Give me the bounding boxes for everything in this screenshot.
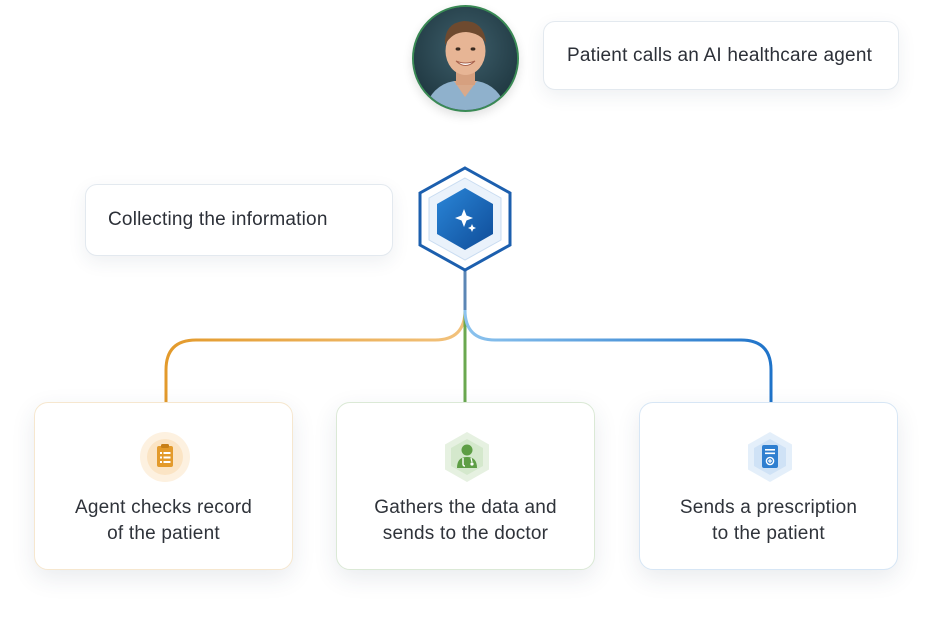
sparkle-icon	[455, 209, 476, 232]
avatar	[412, 5, 519, 112]
card-send-prescription-line2: to the patient	[712, 523, 825, 544]
card-check-record: Agent checks record of the patient	[34, 402, 293, 570]
card-send-prescription-text: Sends a prescription to the patient	[640, 495, 897, 547]
callout-patient-calls-text: Patient calls an AI healthcare agent	[567, 44, 873, 66]
card-gather-data: Gathers the data and sends to the doctor	[336, 402, 595, 570]
callout-patient-calls: Patient calls an AI healthcare agent	[543, 21, 899, 90]
ai-agent-node	[418, 166, 512, 272]
callout-collecting-info: Collecting the information	[85, 184, 393, 256]
card-gather-data-text: Gathers the data and sends to the doctor	[337, 495, 594, 547]
card-send-prescription: Sends a prescription to the patient	[639, 402, 898, 570]
card-check-record-text: Agent checks record of the patient	[35, 495, 292, 547]
branch-right-line	[463, 309, 773, 402]
callout-collecting-info-text: Collecting the information	[108, 209, 328, 230]
clipboard-icon	[140, 432, 190, 482]
card-check-record-line1: Agent checks record	[75, 497, 252, 518]
card-gather-data-line2: sends to the doctor	[382, 523, 549, 544]
branch-left-line	[164, 309, 467, 402]
card-gather-data-line1: Gathers the data and	[374, 497, 557, 518]
card-check-record-line2: of the patient	[107, 523, 220, 544]
doctor-icon	[445, 432, 489, 482]
card-send-prescription-line1: Sends a prescription	[679, 497, 858, 518]
prescription-icon	[748, 432, 792, 482]
